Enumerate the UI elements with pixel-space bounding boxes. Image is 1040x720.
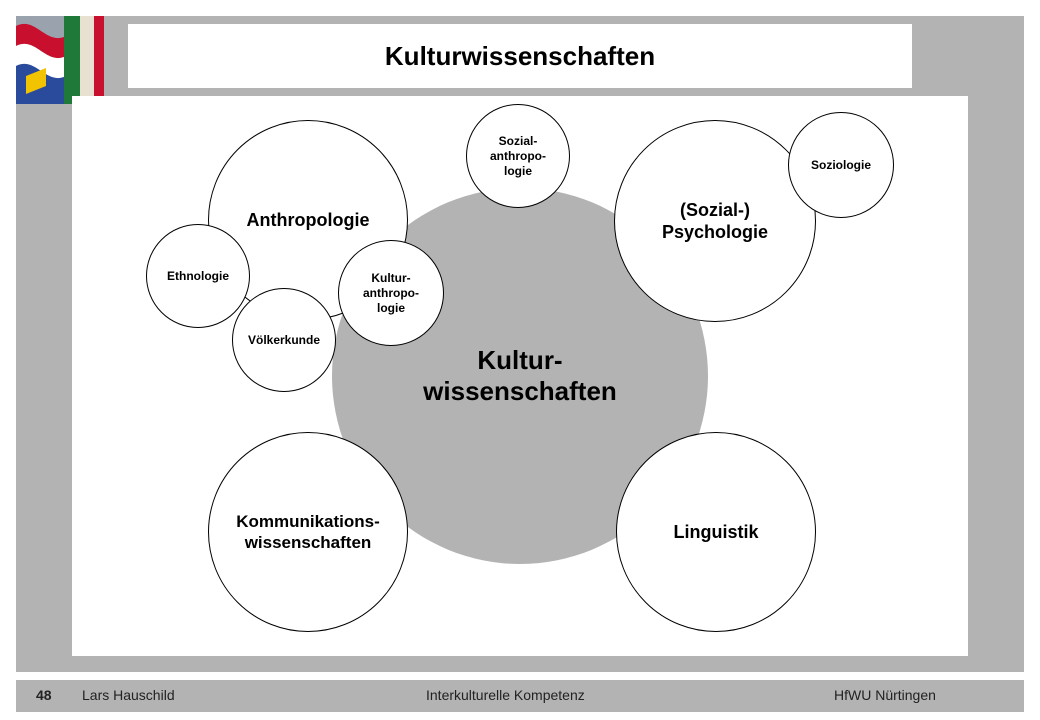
circle-sozialanthropologie: Sozial- anthropo- logie — [466, 104, 570, 208]
circle-psychologie: (Sozial-) Psychologie — [614, 120, 816, 322]
footer-institution: HfWU Nürtingen — [834, 687, 936, 703]
kulturanthropologie-line2: anthropo- — [363, 285, 419, 300]
circle-kulturanthropologie: Kultur- anthropo- logie — [338, 240, 444, 346]
anthropologie-label: Anthropologie — [246, 209, 370, 230]
kommunikation-line1: Kommunikations- — [236, 511, 380, 531]
page-title: Kulturwissenschaften — [384, 40, 656, 71]
sozialanthropologie-line3: logie — [503, 163, 532, 178]
kulturanthropologie-line3: logie — [376, 300, 405, 315]
circle-kommunikationswissenschaften: Kommunikations- wissenschaften — [208, 432, 408, 632]
footer-bar: 48 Lars Hauschild Interkulturelle Kompet… — [16, 680, 1024, 712]
kulturanthropologie-line1: Kultur- — [371, 270, 411, 285]
sozialanthropologie-line1: Sozial- — [498, 133, 538, 148]
footer-course: Interkulturelle Kompetenz — [426, 687, 585, 703]
flags-logo — [16, 16, 104, 104]
page-number: 48 — [36, 687, 52, 703]
diagram-area: Kultur- wissenschaften Anthropologie Soz… — [72, 96, 968, 656]
footer-author: Lars Hauschild — [82, 687, 175, 703]
psychologie-line1: (Sozial-) — [680, 199, 750, 220]
voelkerkunde-label: Völkerkunde — [247, 332, 321, 347]
circle-linguistik: Linguistik — [616, 432, 816, 632]
circle-voelkerkunde: Völkerkunde — [232, 288, 336, 392]
center-label-line1: Kultur- — [477, 344, 563, 375]
kommunikation-line2: wissenschaften — [244, 533, 372, 552]
sozialanthropologie-line2: anthropo- — [490, 148, 546, 163]
ethnologie-label: Ethnologie — [167, 268, 229, 283]
title-box: Kulturwissenschaften — [128, 24, 912, 88]
circle-ethnologie: Ethnologie — [146, 224, 250, 328]
linguistik-label: Linguistik — [673, 521, 759, 542]
center-label-line2: wissenschaften — [423, 376, 617, 406]
psychologie-line2: Psychologie — [661, 222, 769, 242]
soziologie-label: Soziologie — [811, 157, 871, 172]
circle-soziologie: Soziologie — [788, 112, 894, 218]
